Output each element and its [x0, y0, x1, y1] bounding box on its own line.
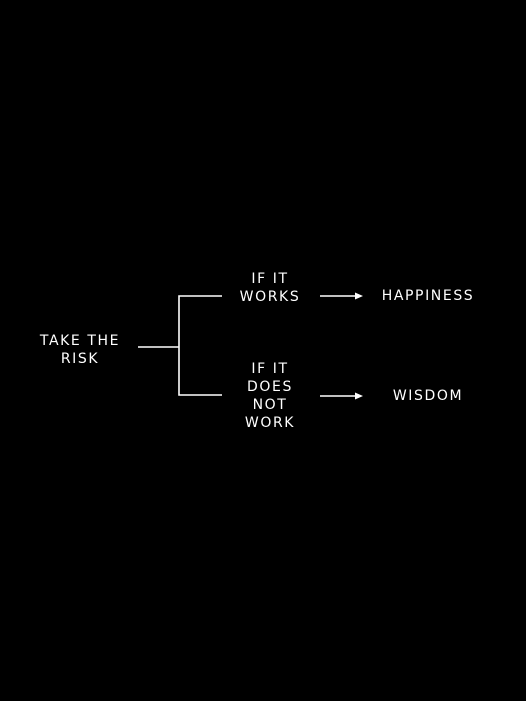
arrow-works-head	[355, 292, 363, 300]
outcome-happiness-label: HAPPINESS	[381, 288, 475, 304]
condition-works-label: IF IT WORKS	[239, 271, 301, 305]
arrow-notwork-head	[355, 392, 363, 400]
root-label: TAKE THE RISK	[39, 333, 121, 367]
condition-not-work-label: IF IT DOES NOT WORK	[244, 361, 296, 431]
outcome-wisdom-label: WISDOM	[392, 388, 464, 404]
branch-bracket-line	[178, 295, 222, 396]
